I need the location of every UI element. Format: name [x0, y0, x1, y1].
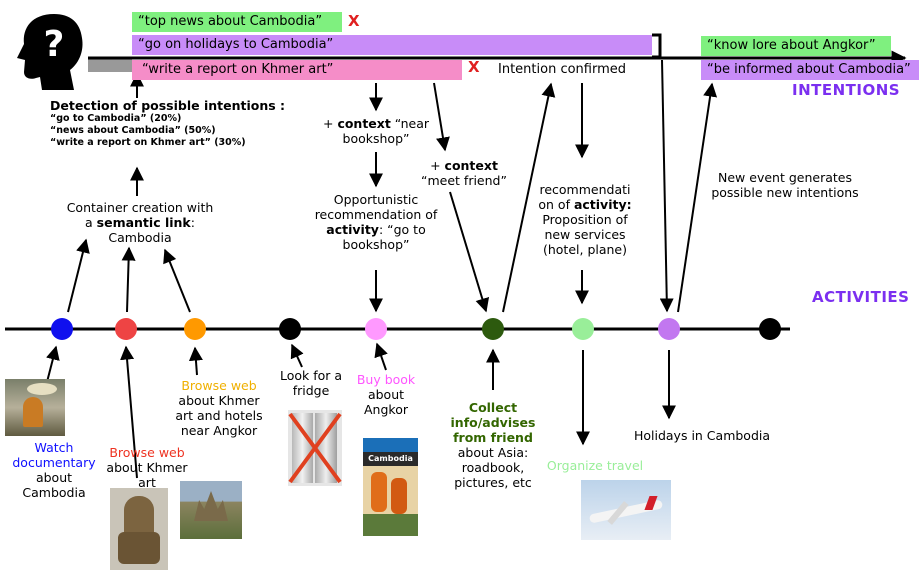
activity-dot-collect[interactable]	[482, 318, 504, 340]
arrow-collect-to-confirmed	[502, 82, 556, 313]
activities-label: ACTIVITIES	[812, 288, 910, 306]
detection-title: Detection of possible intentions :	[50, 98, 286, 113]
activity-dot-browse-2[interactable]	[184, 318, 206, 340]
airplane-photo	[581, 480, 671, 540]
detection-line-3: “write a report on Khmer art” (30%)	[50, 137, 246, 148]
rejected-x-icon: X	[348, 12, 360, 30]
cambodia-book-cover: Cambodia	[363, 438, 418, 536]
svg-text:?: ?	[44, 24, 65, 65]
arrow-watch-to-container	[67, 238, 90, 313]
activity-dot-buy-book[interactable]	[365, 318, 387, 340]
intention-bar-lore: “know lore about Angkor”	[701, 36, 891, 56]
intention-bracket	[652, 33, 662, 59]
activity-label-fridge: Look for a fridge	[279, 368, 343, 398]
intentions-label: INTENTIONS	[792, 81, 901, 99]
intention-bar-report: “write a report on Khmer art”	[132, 60, 462, 80]
container-creation-text: Container creation with a semantic link:…	[66, 200, 214, 245]
activity-dot-fridge[interactable]	[279, 318, 301, 340]
opportunistic-recommendation-text: Opportunistic recommendation of activity…	[314, 192, 438, 252]
khmer-statue-photo	[110, 488, 168, 570]
activity-dot-watch[interactable]	[51, 318, 73, 340]
detection-line-1: “go to Cambodia” (20%)	[50, 113, 182, 124]
activity-label-organize: Organize travel	[546, 458, 644, 473]
cross-out-icon	[288, 412, 342, 484]
activity-dot-next[interactable]	[759, 318, 781, 340]
arrow-photo-to-watch	[46, 345, 60, 383]
arrow-statue-to-browse	[120, 345, 138, 479]
book-title: Cambodia	[363, 452, 418, 466]
arrow-intention-to-holidays	[659, 59, 674, 313]
monk-temple-photo	[5, 379, 65, 436]
context-bookshop-text: + context “near bookshop”	[322, 116, 430, 146]
activity-label-browse-2: Browse web about Khmer art and hotels ne…	[175, 378, 263, 438]
activity-dot-organize[interactable]	[572, 318, 594, 340]
detection-line-2: “news about Cambodia” (50%)	[50, 125, 216, 136]
activity-label-collect: Collect info/advises from friend about A…	[450, 400, 536, 490]
angkor-temple-photo	[180, 481, 242, 539]
context-friend-text: + context “meet friend”	[421, 158, 507, 188]
intention-bar-holidays: “go on holidays to Cambodia”	[132, 35, 652, 55]
new-event-text: New event generates possible new intenti…	[711, 170, 859, 200]
arrow-fridge-label	[290, 343, 304, 368]
arrow-browse2-to-container	[163, 248, 191, 313]
activity-label-watch: Watch documentary about Cambodia	[12, 440, 96, 500]
intention-start-block	[88, 57, 132, 72]
rejected-x-icon: X	[468, 58, 480, 76]
activity-label-holidays: Holidays in Cambodia	[633, 428, 771, 443]
intention-bar-informed: “be informed about Cambodia”	[701, 60, 919, 80]
arrow-intention-to-context-friend	[433, 82, 450, 152]
detection-block: Detection of possible intentions : “go t…	[50, 98, 285, 149]
fridge-photo	[288, 410, 342, 486]
activity-dot-holidays[interactable]	[658, 318, 680, 340]
arrow-browse2-label	[188, 346, 203, 376]
arrow-context-to-collect	[449, 191, 490, 313]
activity-label-browse-1: Browse web about Khmer art	[106, 445, 188, 490]
activity-label-buy-book: Buy book about Angkor	[356, 372, 416, 417]
services-recommendation-text: recommendati on of activity: Proposition…	[538, 182, 632, 257]
intention-confirmed-label: Intention confirmed	[498, 62, 627, 77]
arrow-browse1-to-container	[121, 246, 136, 313]
arrow-holidays-to-new-intentions	[677, 82, 718, 313]
thinking-head-icon: ?	[14, 10, 84, 90]
activity-dot-browse-1[interactable]	[115, 318, 137, 340]
arrow-book-label	[374, 342, 388, 371]
intention-bar-top-news: “top news about Cambodia”	[132, 12, 342, 32]
